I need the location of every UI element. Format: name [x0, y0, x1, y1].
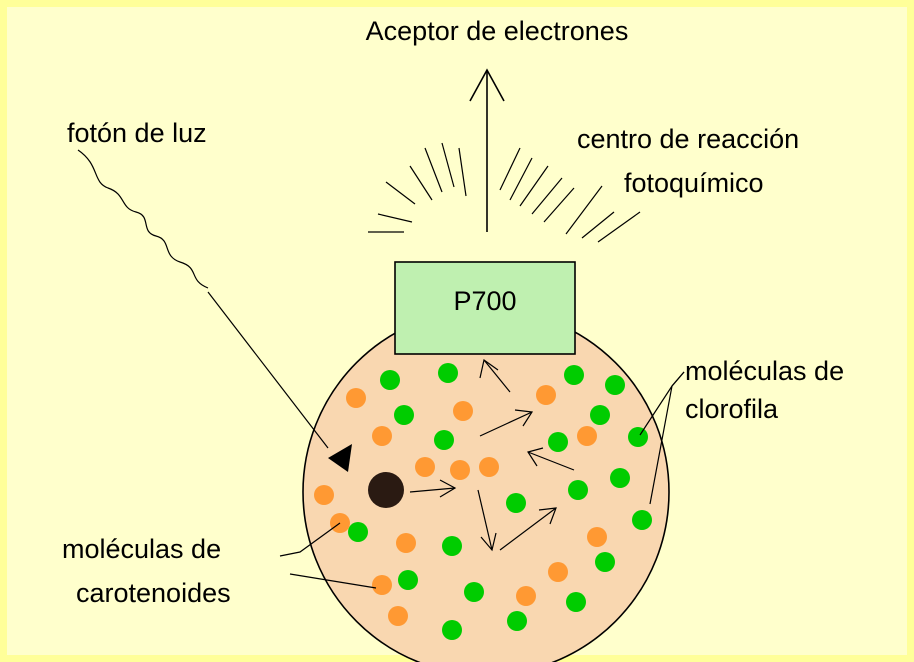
carotenoid-label-line1: moléculas de: [62, 534, 221, 564]
carotenoid-molecule: [548, 562, 568, 582]
reaction-center-label-line2: fotoquímico: [624, 168, 764, 198]
chlorophyll-molecule: [438, 363, 458, 383]
chlorophyll-molecule: [506, 493, 526, 513]
photon-path-line: [207, 291, 329, 449]
chlorophyll-molecule: [442, 620, 462, 640]
chlorophyll-molecule: [595, 552, 615, 572]
reaction-center-label-line1: centro de reacción: [577, 124, 799, 154]
chlorophyll-molecule: [590, 405, 610, 425]
chlorophyll-molecule: [348, 522, 368, 542]
photon-wave: [77, 149, 209, 289]
photon-label: fotón de luz: [67, 118, 207, 148]
chlorophyll-molecule: [605, 375, 625, 395]
carotenoid-molecule: [346, 388, 366, 408]
carotenoid-molecule: [314, 485, 334, 505]
carotenoid-molecule: [396, 533, 416, 553]
chlorophyll-molecule: [507, 611, 527, 631]
carotenoid-molecule: [415, 457, 435, 477]
chlorophyll-molecule: [464, 582, 484, 602]
chlorophyll-molecule: [394, 405, 414, 425]
chlorophyll-molecule: [566, 592, 586, 612]
pigment-molecules: [314, 363, 652, 640]
p700-box: [394, 261, 576, 355]
carotenoid-molecule: [516, 586, 536, 606]
carotenoid-molecule: [479, 457, 499, 477]
carotenoid-pointers: [279, 522, 377, 589]
chlorophyll-molecule: [434, 430, 454, 450]
core-molecule: [368, 472, 404, 508]
carotenoid-molecule: [388, 606, 408, 626]
carotenoid-molecule: [450, 460, 470, 480]
carotenoid-molecule: [577, 426, 597, 446]
carotenoid-molecule: [587, 527, 607, 547]
photon-arrowhead: [328, 444, 352, 472]
chlorophyll-label-line2: clorofila: [685, 394, 779, 424]
chlorophyll-molecule: [568, 480, 588, 500]
carotenoid-molecule: [536, 385, 556, 405]
reaction-center-rays: [368, 142, 641, 243]
chlorophyll-molecule: [610, 468, 630, 488]
chlorophyll-molecule: [398, 570, 418, 590]
acceptor-arrow: [469, 68, 505, 232]
chlorophyll-molecule: [628, 427, 648, 447]
carotenoid-molecule: [372, 426, 392, 446]
p700-label: P700: [453, 286, 516, 316]
chlorophyll-pointers: [639, 371, 685, 505]
chlorophyll-molecule: [564, 365, 584, 385]
chlorophyll-molecule: [548, 432, 568, 452]
carotenoid-molecule: [453, 401, 473, 421]
chlorophyll-molecule: [632, 510, 652, 530]
acceptor-label: Aceptor de electrones: [366, 16, 629, 46]
chlorophyll-molecule: [442, 536, 462, 556]
chlorophyll-label-line1: moléculas de: [685, 356, 844, 386]
chlorophyll-molecule: [380, 370, 400, 390]
energy-transfer-arrows: [409, 358, 575, 552]
carotenoid-molecule: [372, 575, 392, 595]
carotenoid-label-line2: carotenoides: [76, 578, 231, 608]
